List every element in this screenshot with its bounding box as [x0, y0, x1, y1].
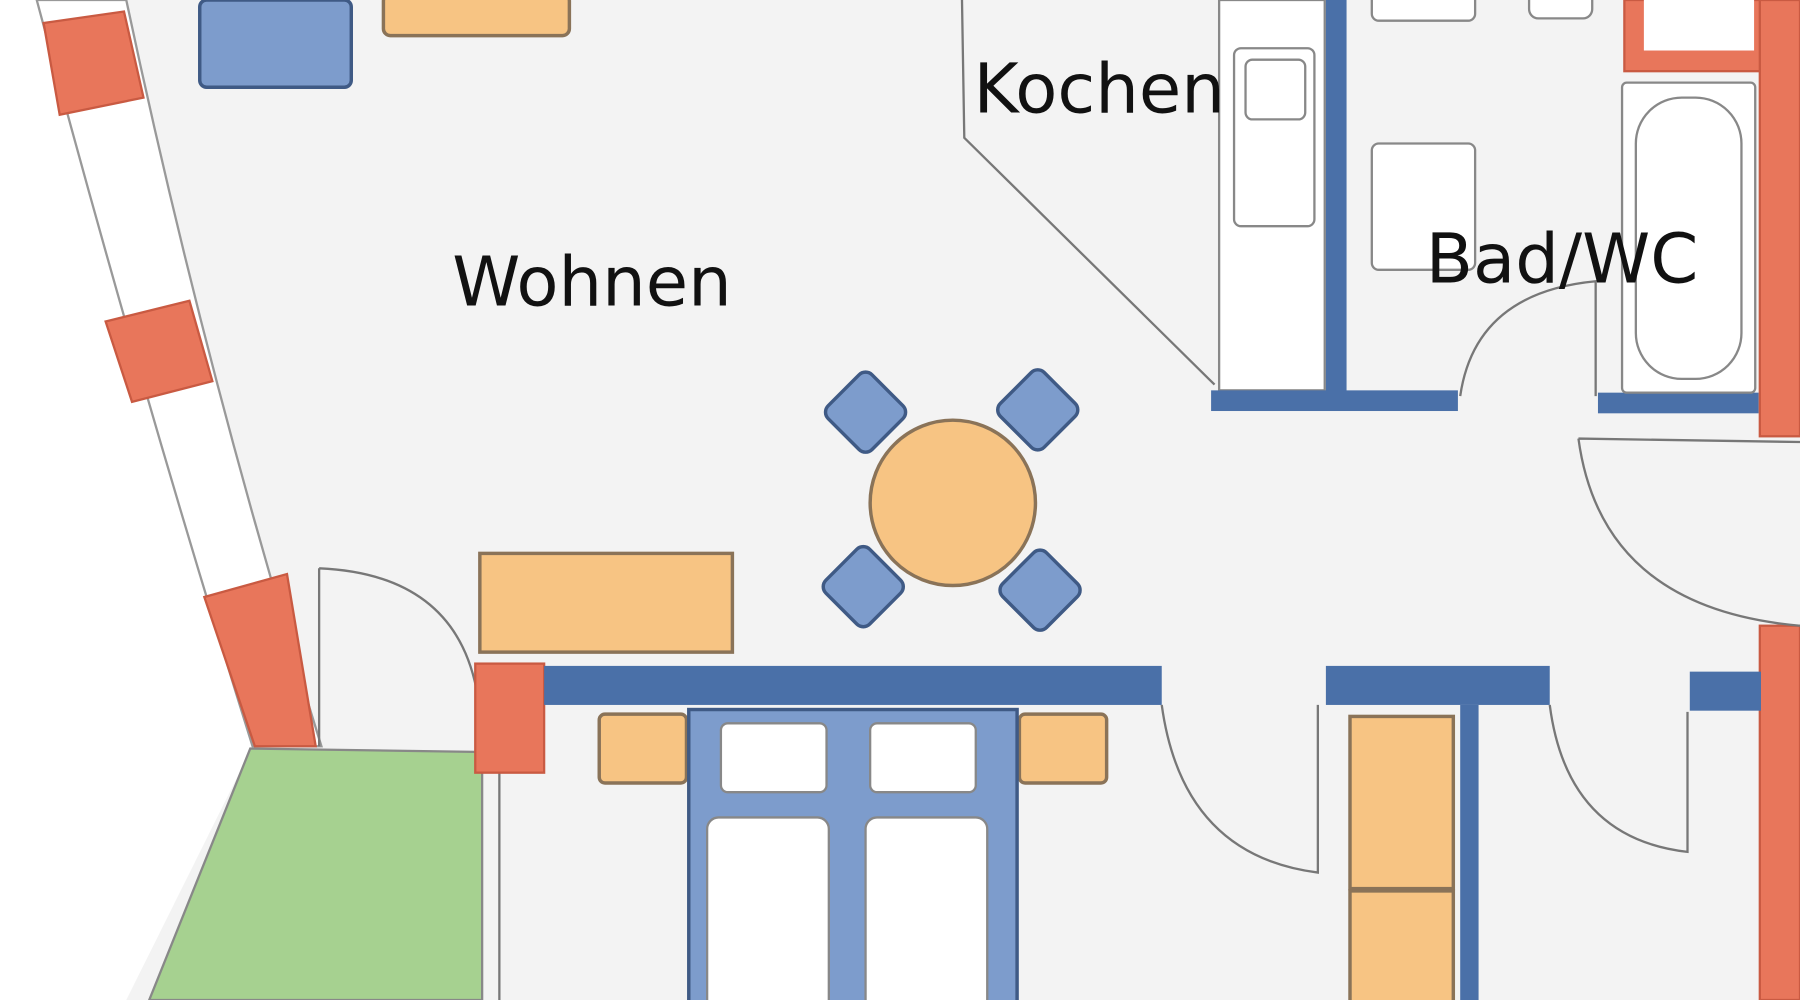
cabinet	[478, 551, 735, 654]
dining-chair	[996, 368, 1080, 452]
kitchen-wall	[1211, 390, 1458, 412]
sideboard	[381, 0, 572, 38]
hall-wall	[1689, 671, 1761, 711]
wardrobe	[1348, 714, 1456, 891]
mattress	[864, 816, 989, 1000]
sink-basin	[1244, 58, 1307, 121]
room-label-bath: Bad/WC	[1426, 219, 1699, 299]
armchair	[198, 0, 353, 89]
bedroom-wall	[544, 665, 1162, 705]
pillow	[719, 722, 828, 794]
closet-wall	[1460, 704, 1479, 1000]
pillow	[869, 722, 977, 794]
dining-chair	[821, 544, 906, 629]
dining-chair	[998, 548, 1082, 632]
room-label-kitchen: Kochen	[973, 50, 1224, 130]
wardrobe	[1348, 889, 1456, 1000]
bath-wall	[1597, 392, 1759, 414]
toilet	[1370, 0, 1477, 22]
room-door-swing	[1548, 704, 1689, 854]
exterior-area	[0, 0, 253, 1000]
hall-door-swing	[1577, 437, 1800, 627]
kitchen-bath-wall	[1325, 0, 1347, 408]
exterior-wall-right	[1758, 0, 1800, 438]
bedroom-door-swing	[1160, 704, 1320, 874]
exterior-wall-right	[1758, 624, 1800, 1000]
wall-pillar	[104, 299, 214, 404]
bathtub-inner	[1634, 96, 1743, 381]
room-label-living: Wohnen	[452, 242, 732, 322]
nightstand	[1017, 712, 1109, 785]
washbasin	[1370, 142, 1477, 271]
bath-door-swing	[1459, 280, 1597, 397]
wall-pillar	[202, 572, 318, 748]
balcony-door-swing	[317, 567, 478, 747]
bath-fixture	[1527, 0, 1594, 20]
dining-chair	[823, 370, 908, 454]
kitchen-boundary	[960, 0, 1216, 386]
mattress	[705, 816, 830, 1000]
nightstand	[597, 712, 689, 785]
dining-table	[868, 418, 1038, 588]
wall-pillar	[474, 662, 546, 774]
wall-pillar	[42, 10, 145, 117]
hall-wall	[1325, 665, 1550, 705]
window-niche	[1643, 0, 1755, 51]
